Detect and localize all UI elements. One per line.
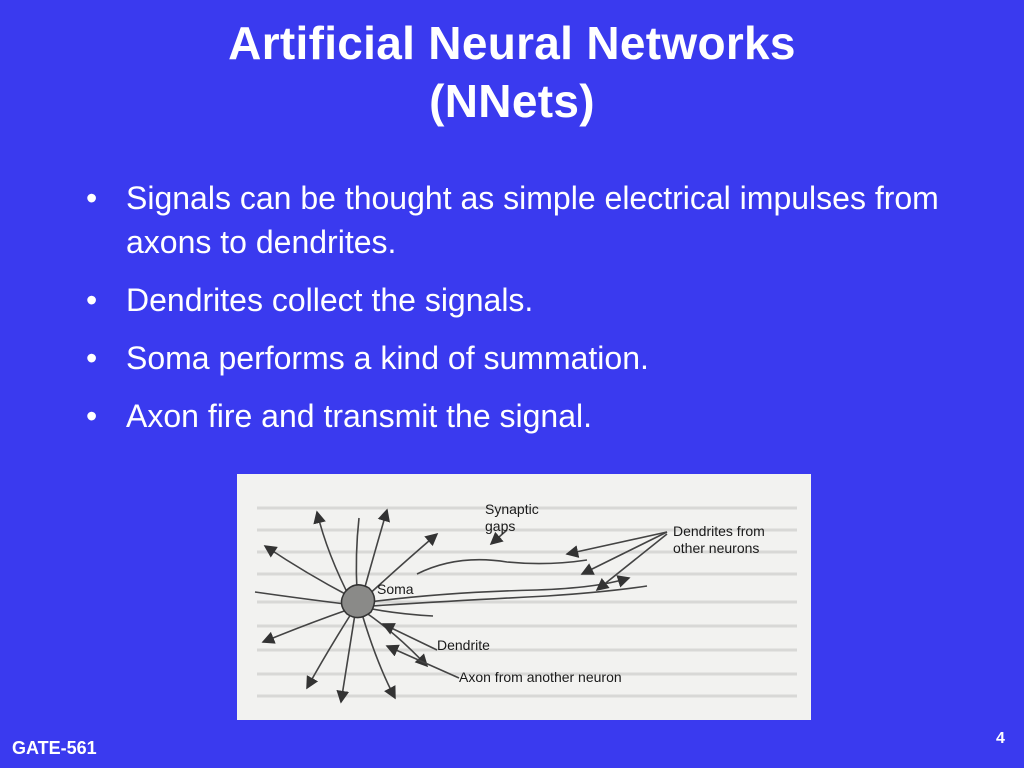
soma-shape — [340, 584, 376, 619]
dendrite-lines — [254, 508, 668, 704]
title-line-2: (NNets) — [429, 75, 595, 127]
bullet-dot: • — [86, 340, 98, 376]
bullet-text: Axon fire and transmit the signal. — [126, 398, 593, 434]
bullet-text: Signals can be thought as simple electri… — [126, 180, 939, 260]
bullet-item: • Soma performs a kind of summation. — [86, 336, 946, 380]
bullet-item: • Dendrites collect the signals. — [86, 278, 946, 322]
page-number: 4 — [996, 730, 1005, 747]
label-axon-from: Axon from another neuron — [459, 669, 622, 685]
bullet-text: Dendrites collect the signals. — [126, 282, 534, 318]
bullet-dot: • — [86, 180, 98, 216]
slide-title: Artificial Neural Networks (NNets) — [0, 14, 1024, 130]
bullet-item: • Axon fire and transmit the signal. — [86, 394, 946, 438]
bullet-list: • Signals can be thought as simple elect… — [86, 176, 946, 452]
bullet-item: • Signals can be thought as simple elect… — [86, 176, 946, 264]
footer-course-code: GATE-561 — [12, 738, 97, 758]
bullet-text: Soma performs a kind of summation. — [126, 340, 649, 376]
title-line-1: Artificial Neural Networks — [228, 17, 796, 69]
label-soma: Soma — [377, 581, 414, 597]
bullet-dot: • — [86, 398, 98, 434]
label-dendrite: Dendrite — [437, 637, 490, 653]
bullet-dot: • — [86, 282, 98, 318]
